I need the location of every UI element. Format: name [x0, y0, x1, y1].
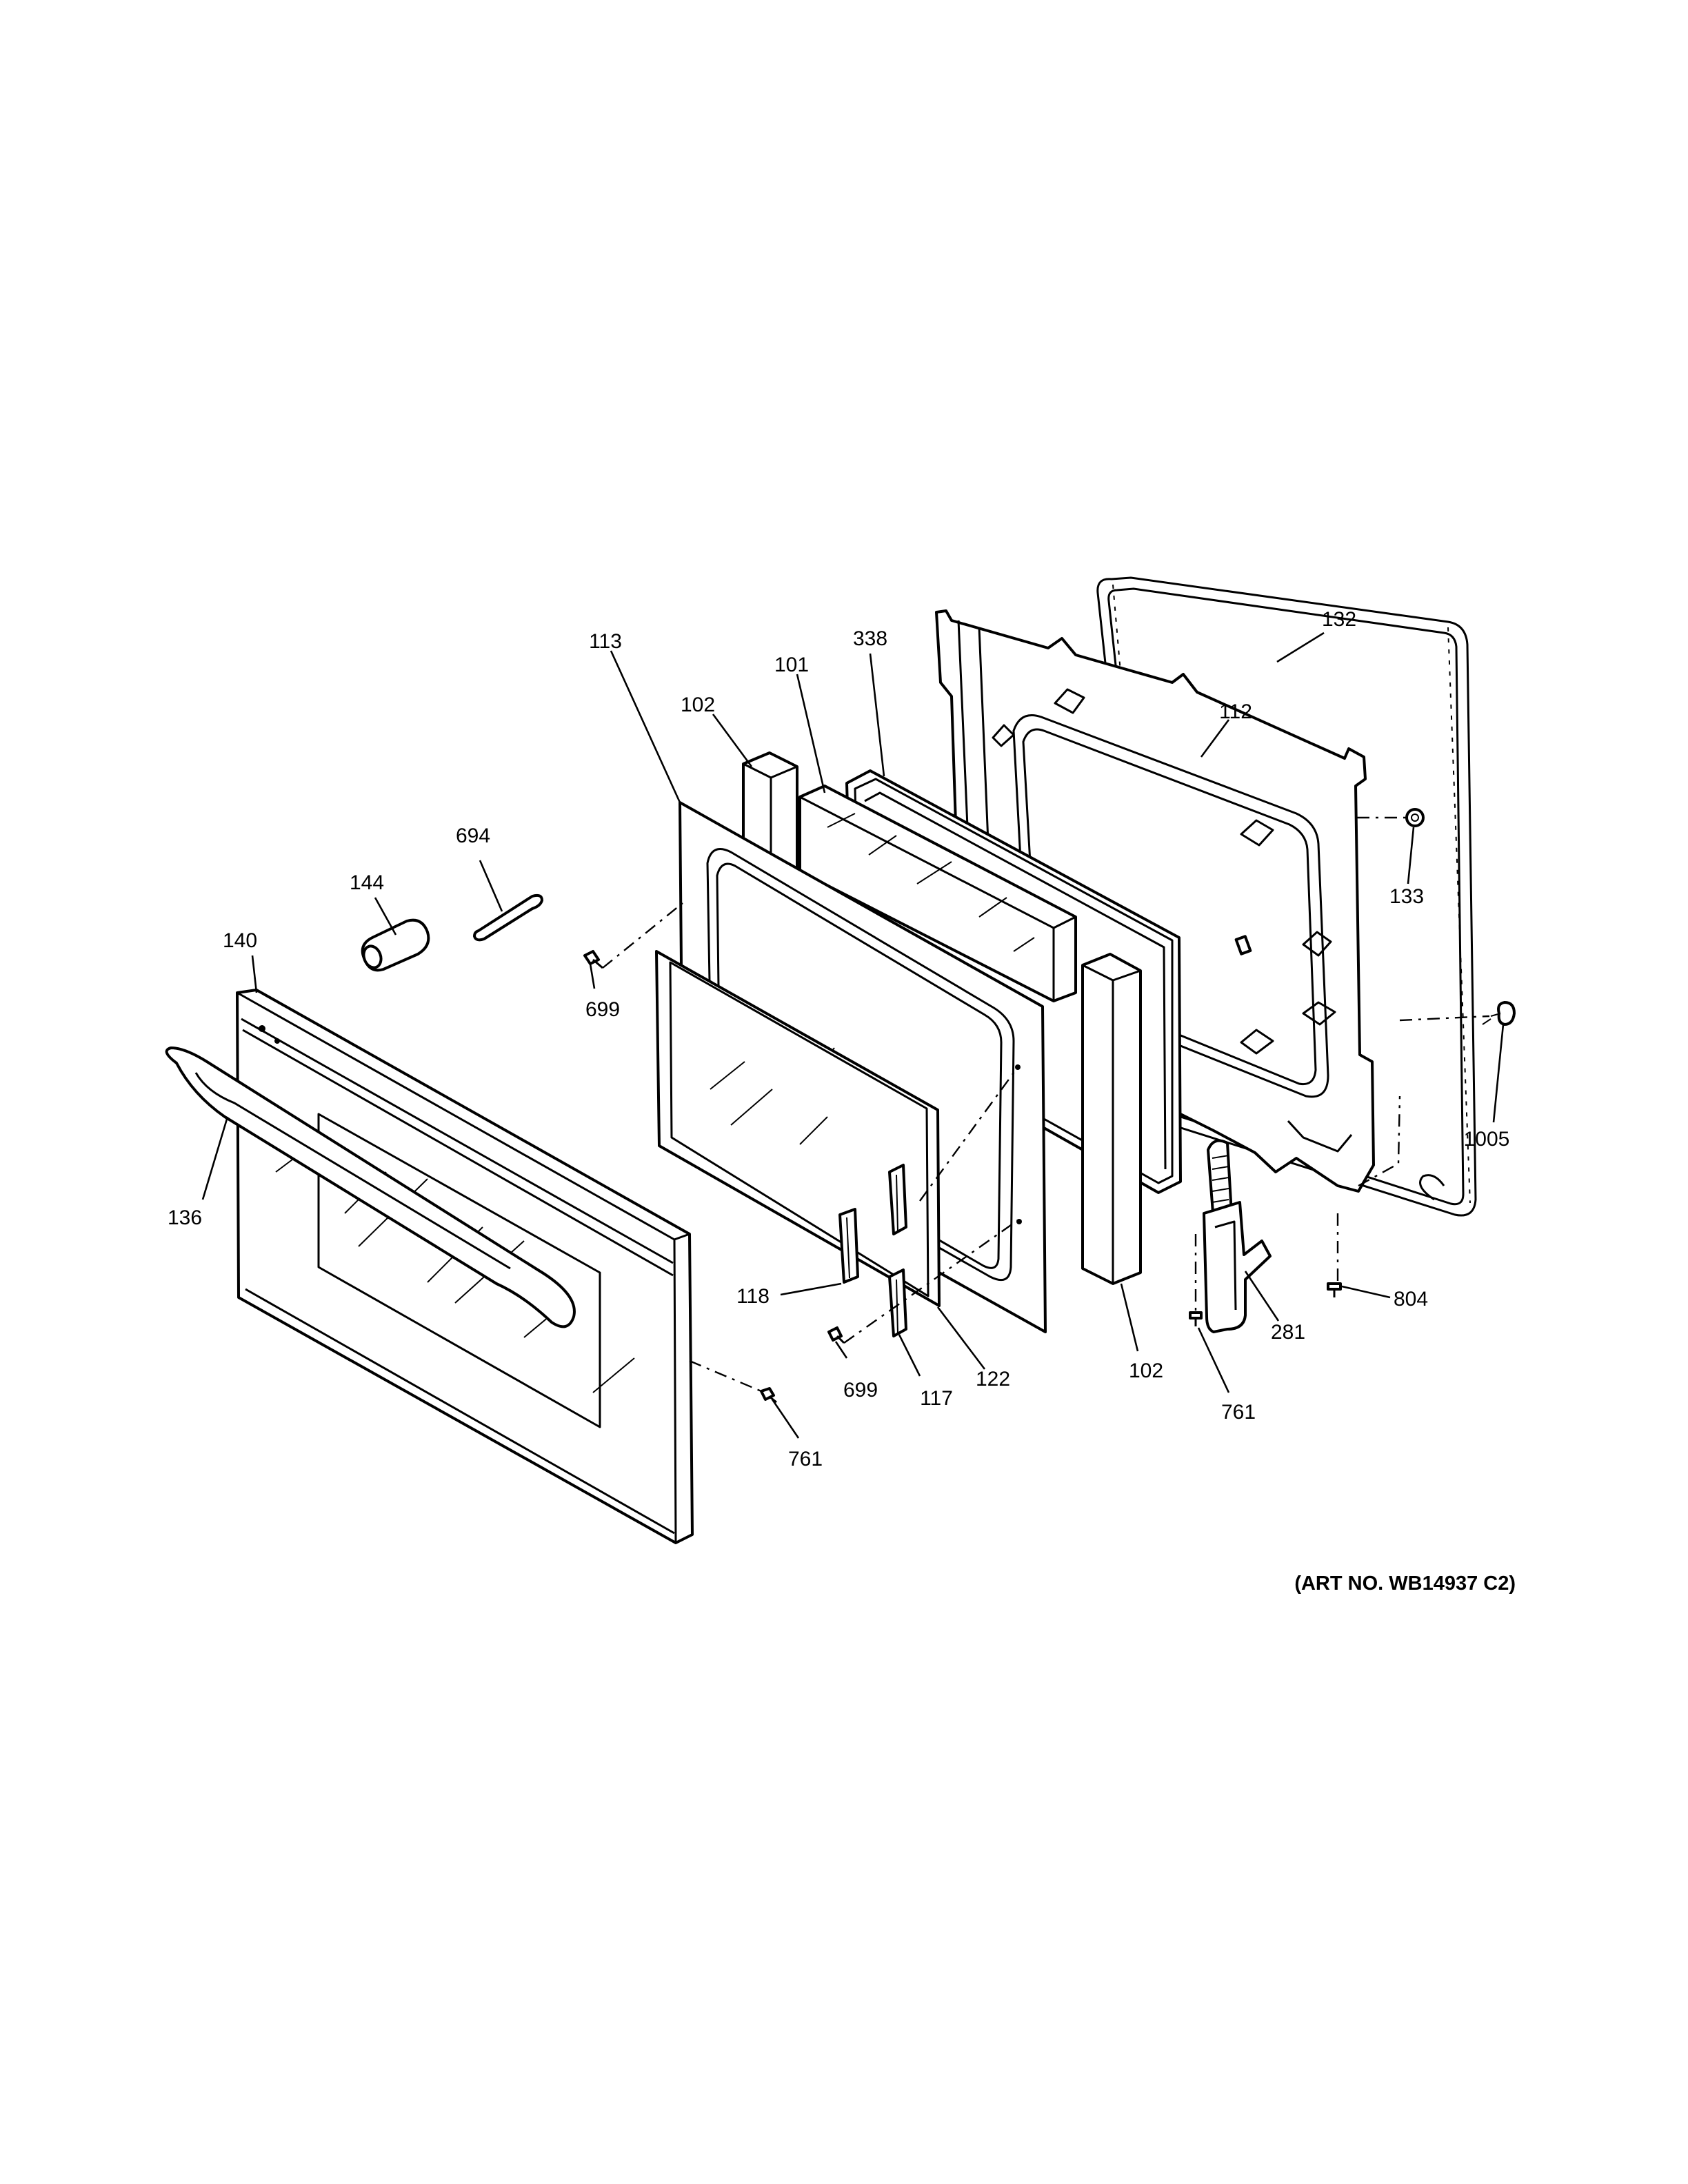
screw-699-upper-part [583, 950, 603, 969]
callout-102-top: 102 [681, 694, 715, 716]
door-handle-part [165, 1046, 576, 1328]
callout-122: 122 [976, 1368, 1010, 1391]
callout-133: 133 [1389, 885, 1424, 908]
alignment-lines [602, 816, 1490, 1393]
callout-804: 804 [1394, 1288, 1428, 1311]
callout-140: 140 [223, 929, 257, 952]
side-insulation-strip-right-part [1081, 953, 1142, 1285]
callout-leaders [201, 631, 1505, 1439]
outer-door-panel-part [236, 989, 694, 1544]
callout-144: 144 [350, 871, 384, 894]
pin-694-part [473, 893, 543, 942]
callout-labels: 113 102 101 338 132 112 133 694 144 140 … [168, 608, 1509, 1470]
callout-338: 338 [853, 627, 887, 650]
screw-804-part [1327, 1282, 1342, 1297]
callout-113: 113 [589, 630, 622, 653]
callout-699-upper: 699 [585, 998, 620, 1021]
callout-1005: 1005 [1464, 1128, 1510, 1151]
screw-761-right-part [1189, 1311, 1203, 1326]
hinge-bracket-117-part [888, 1164, 907, 1337]
callout-132: 132 [1322, 608, 1356, 631]
door-gasket-part [1096, 576, 1477, 1217]
callout-101: 101 [774, 654, 809, 676]
callout-761-right: 761 [1221, 1401, 1256, 1424]
screw-761-left-part [760, 1387, 777, 1404]
screw-133-part [1405, 808, 1425, 827]
callout-694: 694 [456, 825, 490, 847]
callout-699-lower: 699 [843, 1379, 878, 1402]
screw-1005-part [1482, 1001, 1516, 1026]
callout-112: 112 [1219, 700, 1252, 723]
callout-118: 118 [736, 1285, 770, 1308]
callout-136: 136 [168, 1206, 202, 1229]
callout-761-left: 761 [788, 1448, 823, 1470]
screw-699-lower-part [827, 1326, 845, 1344]
callout-117: 117 [920, 1387, 953, 1410]
hinge-bracket-118-part [838, 1208, 859, 1284]
art-number: (ART NO. WB14937 C2) [1294, 1573, 1516, 1595]
spacer-144-part [361, 918, 430, 972]
callout-281: 281 [1271, 1321, 1305, 1344]
door-hinge-part [1203, 1139, 1272, 1333]
callout-102-bottom: 102 [1129, 1359, 1163, 1382]
door-front-frame-part [655, 950, 941, 1307]
